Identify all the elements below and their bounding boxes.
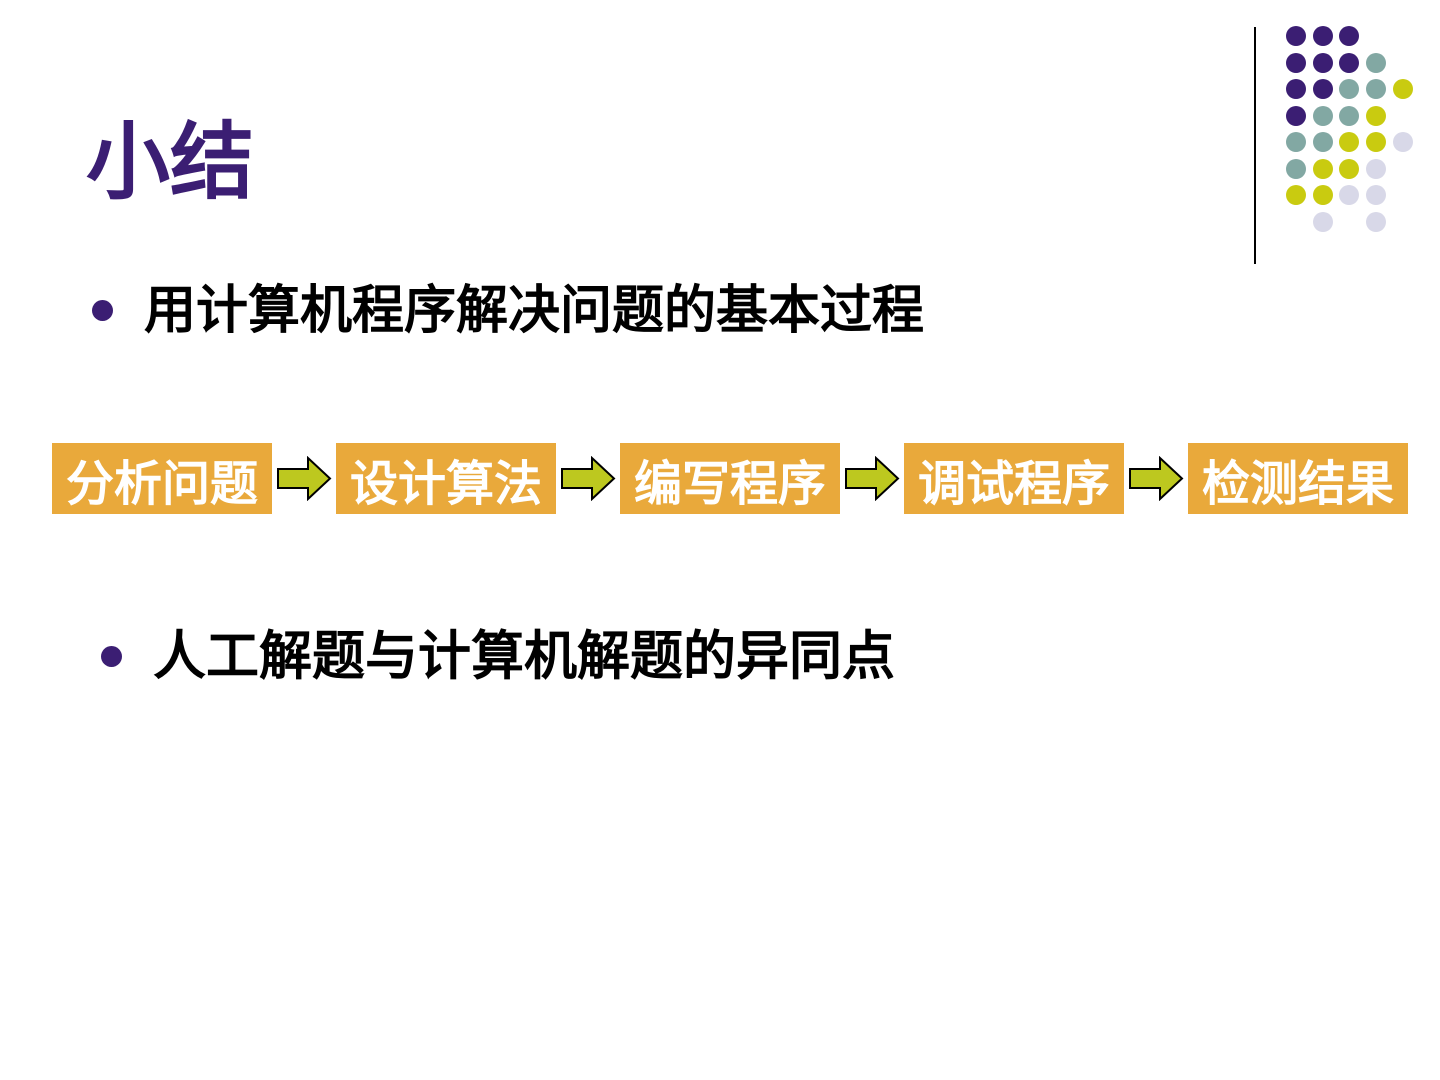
decor-vertical-line	[1254, 27, 1256, 264]
bullet-item-2: 人工解题与计算机解题的异同点	[101, 626, 895, 687]
flow-arrow-icon	[1124, 456, 1188, 501]
decor-dot	[1339, 26, 1360, 47]
decor-dot	[1366, 185, 1387, 206]
decor-dot-spacer	[1393, 159, 1413, 179]
decor-dot	[1366, 52, 1387, 73]
bullet-text-2: 人工解题与计算机解题的异同点	[153, 625, 895, 687]
flow-arrow-icon	[272, 456, 336, 501]
decor-dot	[1339, 105, 1360, 126]
decor-dot-pattern	[1283, 23, 1416, 235]
bullet-icon	[101, 645, 122, 667]
flow-arrow-icon	[556, 456, 620, 501]
decor-dot	[1339, 185, 1360, 206]
decor-dot	[1366, 158, 1387, 179]
decor-dot	[1366, 132, 1387, 153]
decor-dot	[1312, 185, 1333, 206]
decor-dot	[1286, 26, 1307, 47]
decor-dot-spacer	[1393, 53, 1413, 73]
flow-arrow-icon	[840, 456, 904, 501]
decor-dot	[1312, 26, 1333, 47]
decor-dot	[1366, 105, 1387, 126]
decor-dot	[1286, 158, 1307, 179]
decor-dot-spacer	[1393, 106, 1413, 126]
flow-step-5: 检测结果	[1188, 443, 1408, 514]
decor-dot	[1339, 79, 1360, 100]
flow-step-1: 分析问题	[52, 443, 272, 514]
flow-step-3: 编写程序	[620, 443, 840, 514]
bullet-text-1: 用计算机程序解决问题的基本过程	[144, 280, 925, 341]
decor-dot	[1392, 79, 1413, 100]
decor-dot	[1339, 132, 1360, 153]
decor-dot	[1286, 132, 1307, 153]
decor-dot	[1286, 79, 1307, 100]
decor-dot-spacer	[1366, 26, 1386, 46]
decor-dot	[1312, 132, 1333, 153]
decor-dot-spacer	[1393, 26, 1413, 46]
decor-dot	[1312, 79, 1333, 100]
flow-step-2: 设计算法	[336, 443, 556, 514]
decor-dot	[1286, 52, 1307, 73]
decor-dot	[1312, 211, 1333, 232]
decor-dot-spacer	[1286, 212, 1306, 232]
decor-dot	[1392, 132, 1413, 153]
bullet-item-1: 用计算机程序解决问题的基本过程	[92, 281, 924, 341]
decor-dot-spacer	[1393, 212, 1413, 232]
decor-dot-spacer	[1339, 212, 1359, 232]
decor-dot	[1366, 211, 1387, 232]
decor-dot	[1339, 158, 1360, 179]
decor-dot	[1312, 158, 1333, 179]
decor-dot	[1286, 185, 1307, 206]
decor-dot-spacer	[1393, 185, 1413, 205]
decor-dot	[1312, 105, 1333, 126]
decor-dot	[1366, 79, 1387, 100]
slide-title: 小结	[86, 112, 255, 211]
decor-dot	[1312, 52, 1333, 73]
decor-dot	[1339, 52, 1360, 73]
flow-step-4: 调试程序	[904, 443, 1124, 514]
bullet-icon	[92, 300, 113, 322]
decor-dot	[1286, 105, 1307, 126]
process-flow-diagram: 分析问题设计算法编写程序调试程序检测结果	[52, 443, 1408, 514]
